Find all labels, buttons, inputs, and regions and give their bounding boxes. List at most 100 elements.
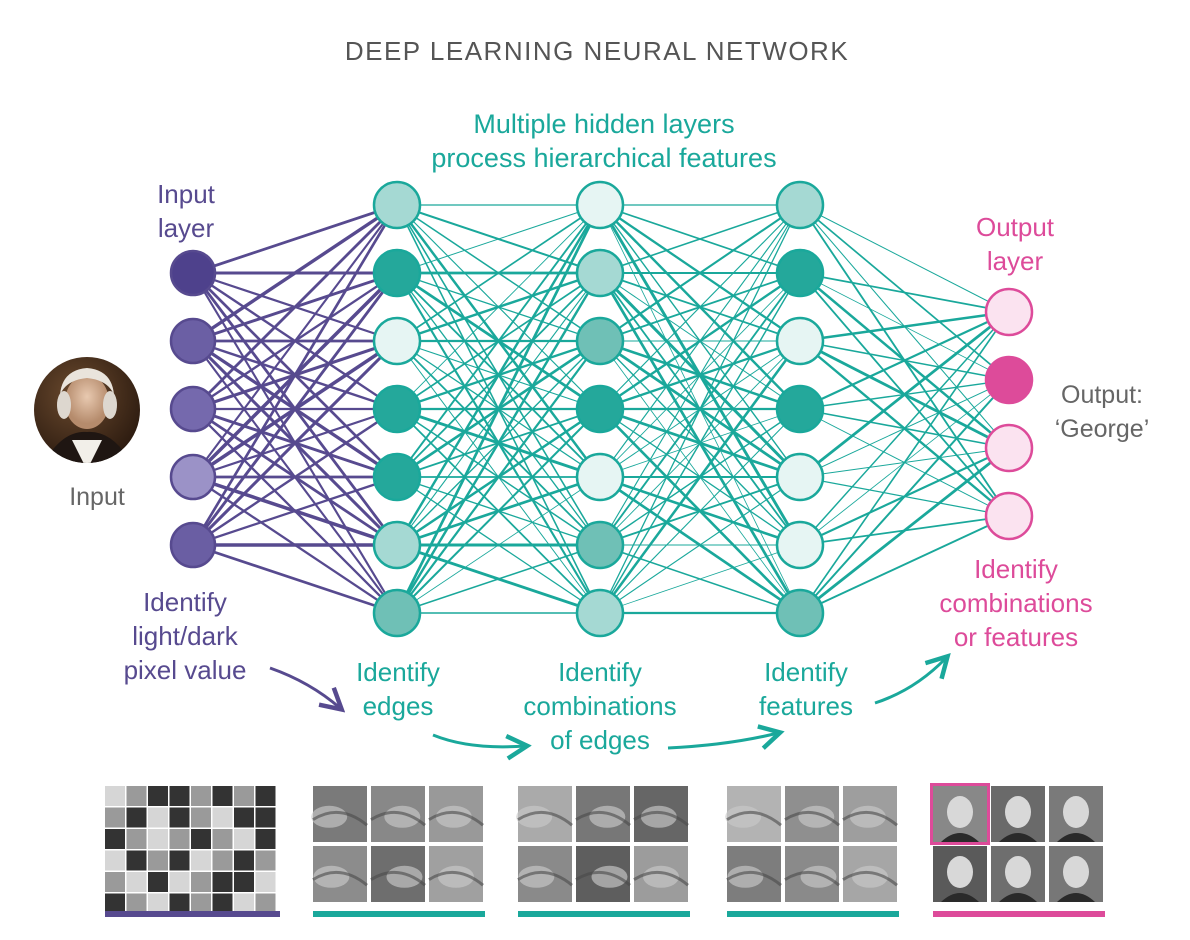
connection-l0-1-0	[192, 203, 398, 343]
face-shape	[1005, 856, 1031, 888]
edge-stroke	[370, 871, 426, 887]
stage-label-combos-line2: combinations	[523, 691, 676, 721]
edge-stroke	[575, 871, 631, 887]
node-layer1-4	[372, 452, 422, 502]
connection-l2-2-0	[599, 204, 801, 342]
shoulder-shape	[941, 833, 979, 842]
node-layer0-3	[169, 453, 217, 501]
pixel-cell	[148, 786, 168, 806]
node-layer3-3	[775, 384, 825, 434]
shoulder-shape	[941, 893, 979, 902]
output-layer-label-line1: Output	[976, 212, 1055, 242]
stage-label-combos-line1: Identify	[558, 657, 642, 687]
stage-label-input-line1: Identify	[143, 587, 227, 617]
node-layer2-2	[575, 316, 625, 366]
connection-l1-5-0	[395, 204, 602, 546]
pixel-cell	[212, 807, 233, 828]
stage-label-input-line2: light/dark	[132, 621, 238, 651]
pixel-cell	[169, 829, 190, 849]
pixel-cell	[105, 807, 125, 828]
connection-l0-4-0	[191, 204, 399, 546]
node-layer4-0	[984, 287, 1034, 337]
edge-stroke	[312, 871, 368, 887]
pixel-cell	[255, 786, 276, 806]
pixel-cell	[105, 786, 125, 806]
connection-l0-4-2	[191, 339, 399, 547]
texture-blob	[800, 865, 837, 888]
edge-stroke	[517, 871, 573, 887]
connection-l1-6-5	[396, 544, 601, 614]
face-shape	[1063, 796, 1089, 828]
edge-stroke	[370, 811, 426, 827]
connection-l2-6-2	[598, 340, 802, 614]
connection-l0-4-1	[191, 272, 399, 546]
node-layer4-2	[984, 423, 1034, 473]
hidden-layers-heading-line1: Multiple hidden layers	[473, 109, 734, 139]
node-layer2-3	[575, 384, 625, 434]
pixel-cell	[148, 893, 168, 914]
node-layer3-1	[775, 248, 825, 298]
stage-label-edges-line2: edges	[363, 691, 434, 721]
pixel-cell	[234, 872, 254, 892]
connection-l3-1-0	[799, 272, 1010, 313]
pixel-cell	[212, 786, 233, 806]
connection-l3-2-0	[799, 310, 1010, 343]
node-layer2-6	[575, 588, 625, 638]
connection-l2-5-0	[599, 204, 801, 546]
pixel-cell	[105, 850, 125, 871]
arrow-edges-to-combos	[432, 733, 525, 747]
node-layer3-2	[775, 316, 825, 366]
shoulder-shape	[999, 893, 1037, 902]
edge-stroke	[784, 811, 840, 827]
connection-l1-4-0	[396, 204, 601, 478]
hidden-layers-heading-line2: process hierarchical features	[431, 143, 776, 173]
pixel-cell	[191, 872, 211, 892]
edge-stroke	[428, 811, 484, 827]
stage-label-output-line2: combinations	[939, 588, 1092, 618]
connection-l1-6-3	[396, 408, 601, 614]
node-layer2-0	[575, 180, 625, 230]
pixel-cell	[169, 786, 190, 806]
stage-label-features-line1: Identify	[764, 657, 848, 687]
connection-l2-1-0	[599, 204, 801, 274]
node-layer3-6	[775, 588, 825, 638]
pixel-cell	[191, 786, 211, 806]
face-shape	[1063, 856, 1089, 888]
pixel-cell	[126, 786, 147, 806]
pixel-cell	[105, 893, 125, 914]
node-layer4-3	[984, 491, 1034, 541]
connection-l0-2-0	[192, 204, 398, 410]
texture-blob	[849, 805, 886, 828]
connection-l2-6-4	[599, 476, 801, 614]
pixel-cell	[191, 829, 211, 849]
pixel-cell	[255, 829, 276, 849]
pixel-cell	[126, 872, 147, 892]
face-shape	[947, 856, 973, 888]
network-connections	[191, 203, 1010, 615]
connection-l1-3-0	[396, 204, 601, 410]
pixel-cell	[255, 893, 276, 914]
connection-l3-6-3	[799, 515, 1010, 614]
connection-l1-6-1	[395, 272, 602, 614]
edge-stroke	[517, 811, 573, 827]
connection-l2-6-5	[599, 544, 801, 614]
stage-label-output-line3: or features	[954, 622, 1078, 652]
output-caption-line1: Output:	[1061, 381, 1143, 409]
stage-label-combos: Identify combinations of edges	[523, 657, 676, 755]
pixel-cell	[212, 893, 233, 914]
pixel-cell	[255, 850, 276, 871]
connection-l3-0-0	[799, 204, 1010, 313]
arrow-input-to-edges	[269, 666, 340, 708]
diagram-title: DEEP LEARNING NEURAL NETWORK	[345, 36, 849, 66]
pixel-cell	[212, 829, 233, 849]
node-layer1-5	[372, 520, 422, 570]
edge-stroke	[784, 871, 840, 887]
pixel-cell	[148, 872, 168, 892]
pixel-cell	[255, 872, 276, 892]
pixel-cell	[105, 829, 125, 849]
pixel-cell	[148, 829, 168, 849]
connection-l3-6-1	[799, 379, 1010, 614]
connection-l3-4-0	[799, 310, 1010, 479]
pixel-cell	[191, 850, 211, 871]
